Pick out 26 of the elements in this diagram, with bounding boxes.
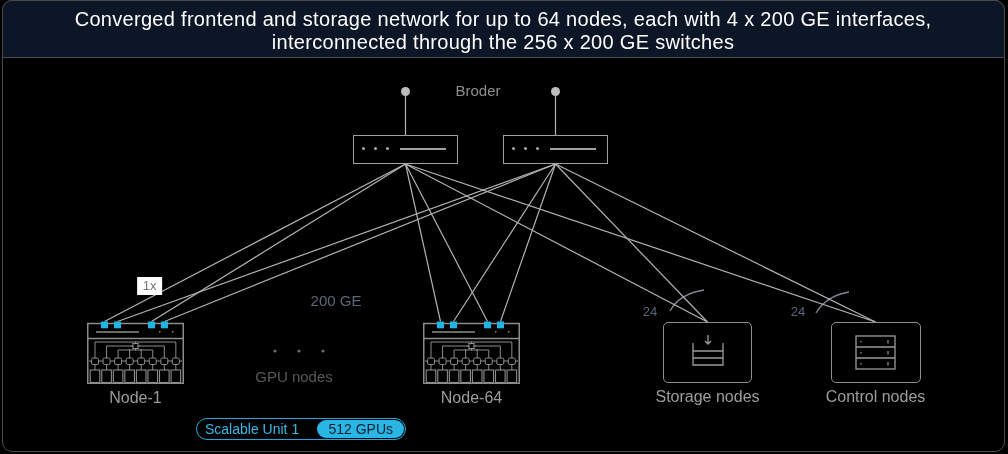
gpu-count: 512 GPUs — [317, 420, 404, 438]
connector-line — [404, 163, 709, 323]
link-speed-label: 200 GE — [310, 291, 362, 309]
uplink-dot — [401, 87, 410, 96]
connector-line — [404, 163, 489, 323]
connector-line — [404, 163, 442, 323]
connector-line — [150, 163, 407, 323]
connector-line — [554, 163, 709, 323]
unit-name: Scalable Unit 1 — [204, 420, 300, 438]
node-label: Control nodes — [824, 387, 927, 407]
uplink-dot — [551, 87, 560, 96]
section-label: Broder — [455, 81, 501, 99]
connector-line — [499, 163, 557, 323]
diagram-title: Converged frontend and storage network for up to 64 nodes, each with 4 x 200 GE interfaces, interconnected through the 256 x 200 GE switches — [73, 8, 933, 54]
node-label: Storage nodes — [654, 387, 761, 407]
connector-line — [452, 163, 557, 323]
connector-line — [554, 95, 557, 136]
network-switch — [353, 135, 458, 164]
link-count-label: 24 — [642, 303, 658, 319]
link-count-label: 24 — [790, 303, 806, 319]
node-label: Node-64 — [439, 388, 504, 408]
connector-line — [404, 95, 407, 136]
group-label: GPU nodes — [255, 367, 333, 385]
network-switch — [503, 135, 608, 164]
node-label: Node-1 — [108, 388, 163, 408]
connector-line — [554, 163, 877, 323]
